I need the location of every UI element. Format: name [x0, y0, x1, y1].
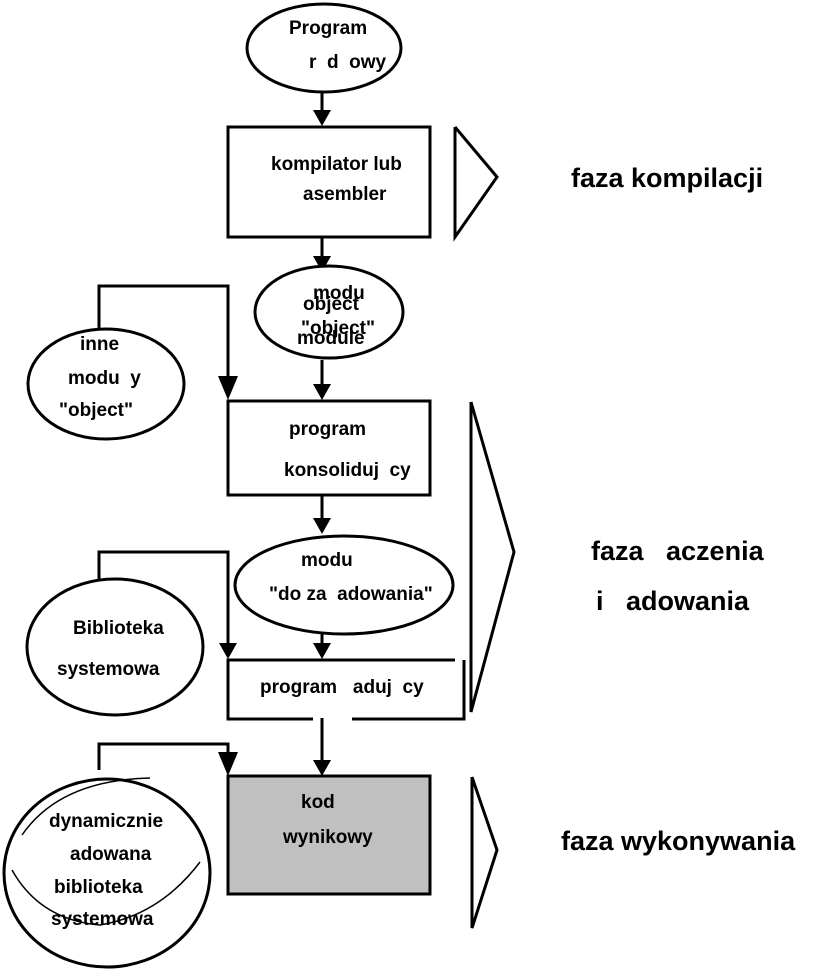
ellipse-shape: [253, 264, 405, 360]
arrowhead-result-main: [313, 760, 331, 776]
chevron-link-load-phase: [469, 401, 516, 713]
load-module-line-2: "do za adowania": [269, 584, 433, 605]
ellipse-shape: [25, 577, 205, 717]
other-modules-line-3: "object": [59, 400, 133, 421]
rect-shape: [226, 125, 432, 239]
dynamic-library-line-4: systemowa: [51, 909, 154, 930]
dynamic-library-line-1: dynamicznie: [49, 811, 163, 832]
result-code-line-1: kod: [301, 792, 335, 813]
phase-link-load-line-1: faza aczenia: [591, 536, 765, 566]
loader-border-left: [226, 658, 455, 721]
object-module-line-1: modu: [313, 283, 365, 304]
ellipse-shape: [26, 327, 186, 441]
node-system-library: Biblioteka systemowa: [25, 577, 205, 717]
rect-shape: [226, 774, 432, 896]
object-module-line-2: "object": [301, 318, 375, 339]
sketch-stroke-top: [21, 777, 151, 836]
other-modules-line-2: modu y: [68, 368, 141, 389]
node-dynamic-library: dynamicznie adowana biblioteka systemowa: [2, 777, 212, 969]
ellipse-shape: [233, 534, 455, 636]
result-code-line-2: wynikowy: [282, 827, 373, 848]
connector-other-modules-to-linker: [97, 284, 230, 386]
dynamic-library-line-3: biblioteka: [54, 877, 143, 898]
arrowhead-linker-main: [313, 384, 331, 400]
arrowhead-loader-side: [219, 643, 237, 659]
arrowhead-loader-main: [313, 643, 331, 659]
source-program-line-2: r d owy: [309, 52, 387, 73]
object-module-back-line-1: object: [303, 294, 360, 315]
system-library-line-1: Biblioteka: [73, 618, 164, 639]
node-result-code: kod wynikowy: [226, 774, 432, 896]
node-other-modules: inne modu y "object": [26, 327, 186, 441]
object-module-back-line-2: module: [297, 328, 365, 349]
arrowhead-compiler: [313, 110, 331, 126]
arrowhead-object-module: [313, 256, 331, 272]
linker-line-1: program: [289, 419, 366, 440]
arrowhead-linker-side: [218, 376, 238, 400]
node-linker: program konsoliduj cy: [226, 399, 432, 497]
system-library-line-2: systemowa: [57, 659, 160, 680]
phase-execute-label: faza wykonywania: [561, 826, 796, 856]
phase-compile-label: faza kompilacji: [571, 163, 763, 193]
node-loader: program aduj cy: [226, 658, 466, 721]
connector-dynamic-library-to-result: [97, 742, 230, 770]
ellipse-shape: [245, 2, 403, 94]
loader-line-1: program aduj cy: [260, 677, 424, 698]
compiler-line-1: kompilator lub: [271, 154, 402, 175]
other-modules-line-1: inne: [80, 334, 119, 355]
node-load-module: modu "do za adowania": [233, 534, 455, 636]
phase-link-load-line-2: i adowania: [596, 586, 750, 616]
loader-border-right: [352, 660, 466, 721]
chevron-execute-phase: [470, 776, 499, 929]
connector-system-library-to-loader: [97, 550, 230, 645]
rect-shape: [226, 399, 432, 497]
sketch-stroke-bottom: [11, 861, 201, 926]
node-object-module: object module modu "object": [253, 264, 405, 360]
node-compiler: kompilator lub asembler: [226, 125, 432, 239]
node-source-program: Program r d owy: [245, 2, 403, 94]
compiler-line-2: asembler: [303, 184, 387, 205]
dynamic-library-line-2: adowana: [70, 844, 152, 865]
source-program-line-1: Program: [289, 18, 367, 39]
chevron-compile-phase: [453, 126, 499, 242]
arrowhead-result-side: [218, 752, 238, 776]
arrowhead-load-module: [313, 518, 331, 534]
linker-line-2: konsoliduj cy: [284, 460, 411, 481]
ellipse-shape: [2, 777, 212, 969]
load-module-line-1: modu: [301, 550, 353, 571]
